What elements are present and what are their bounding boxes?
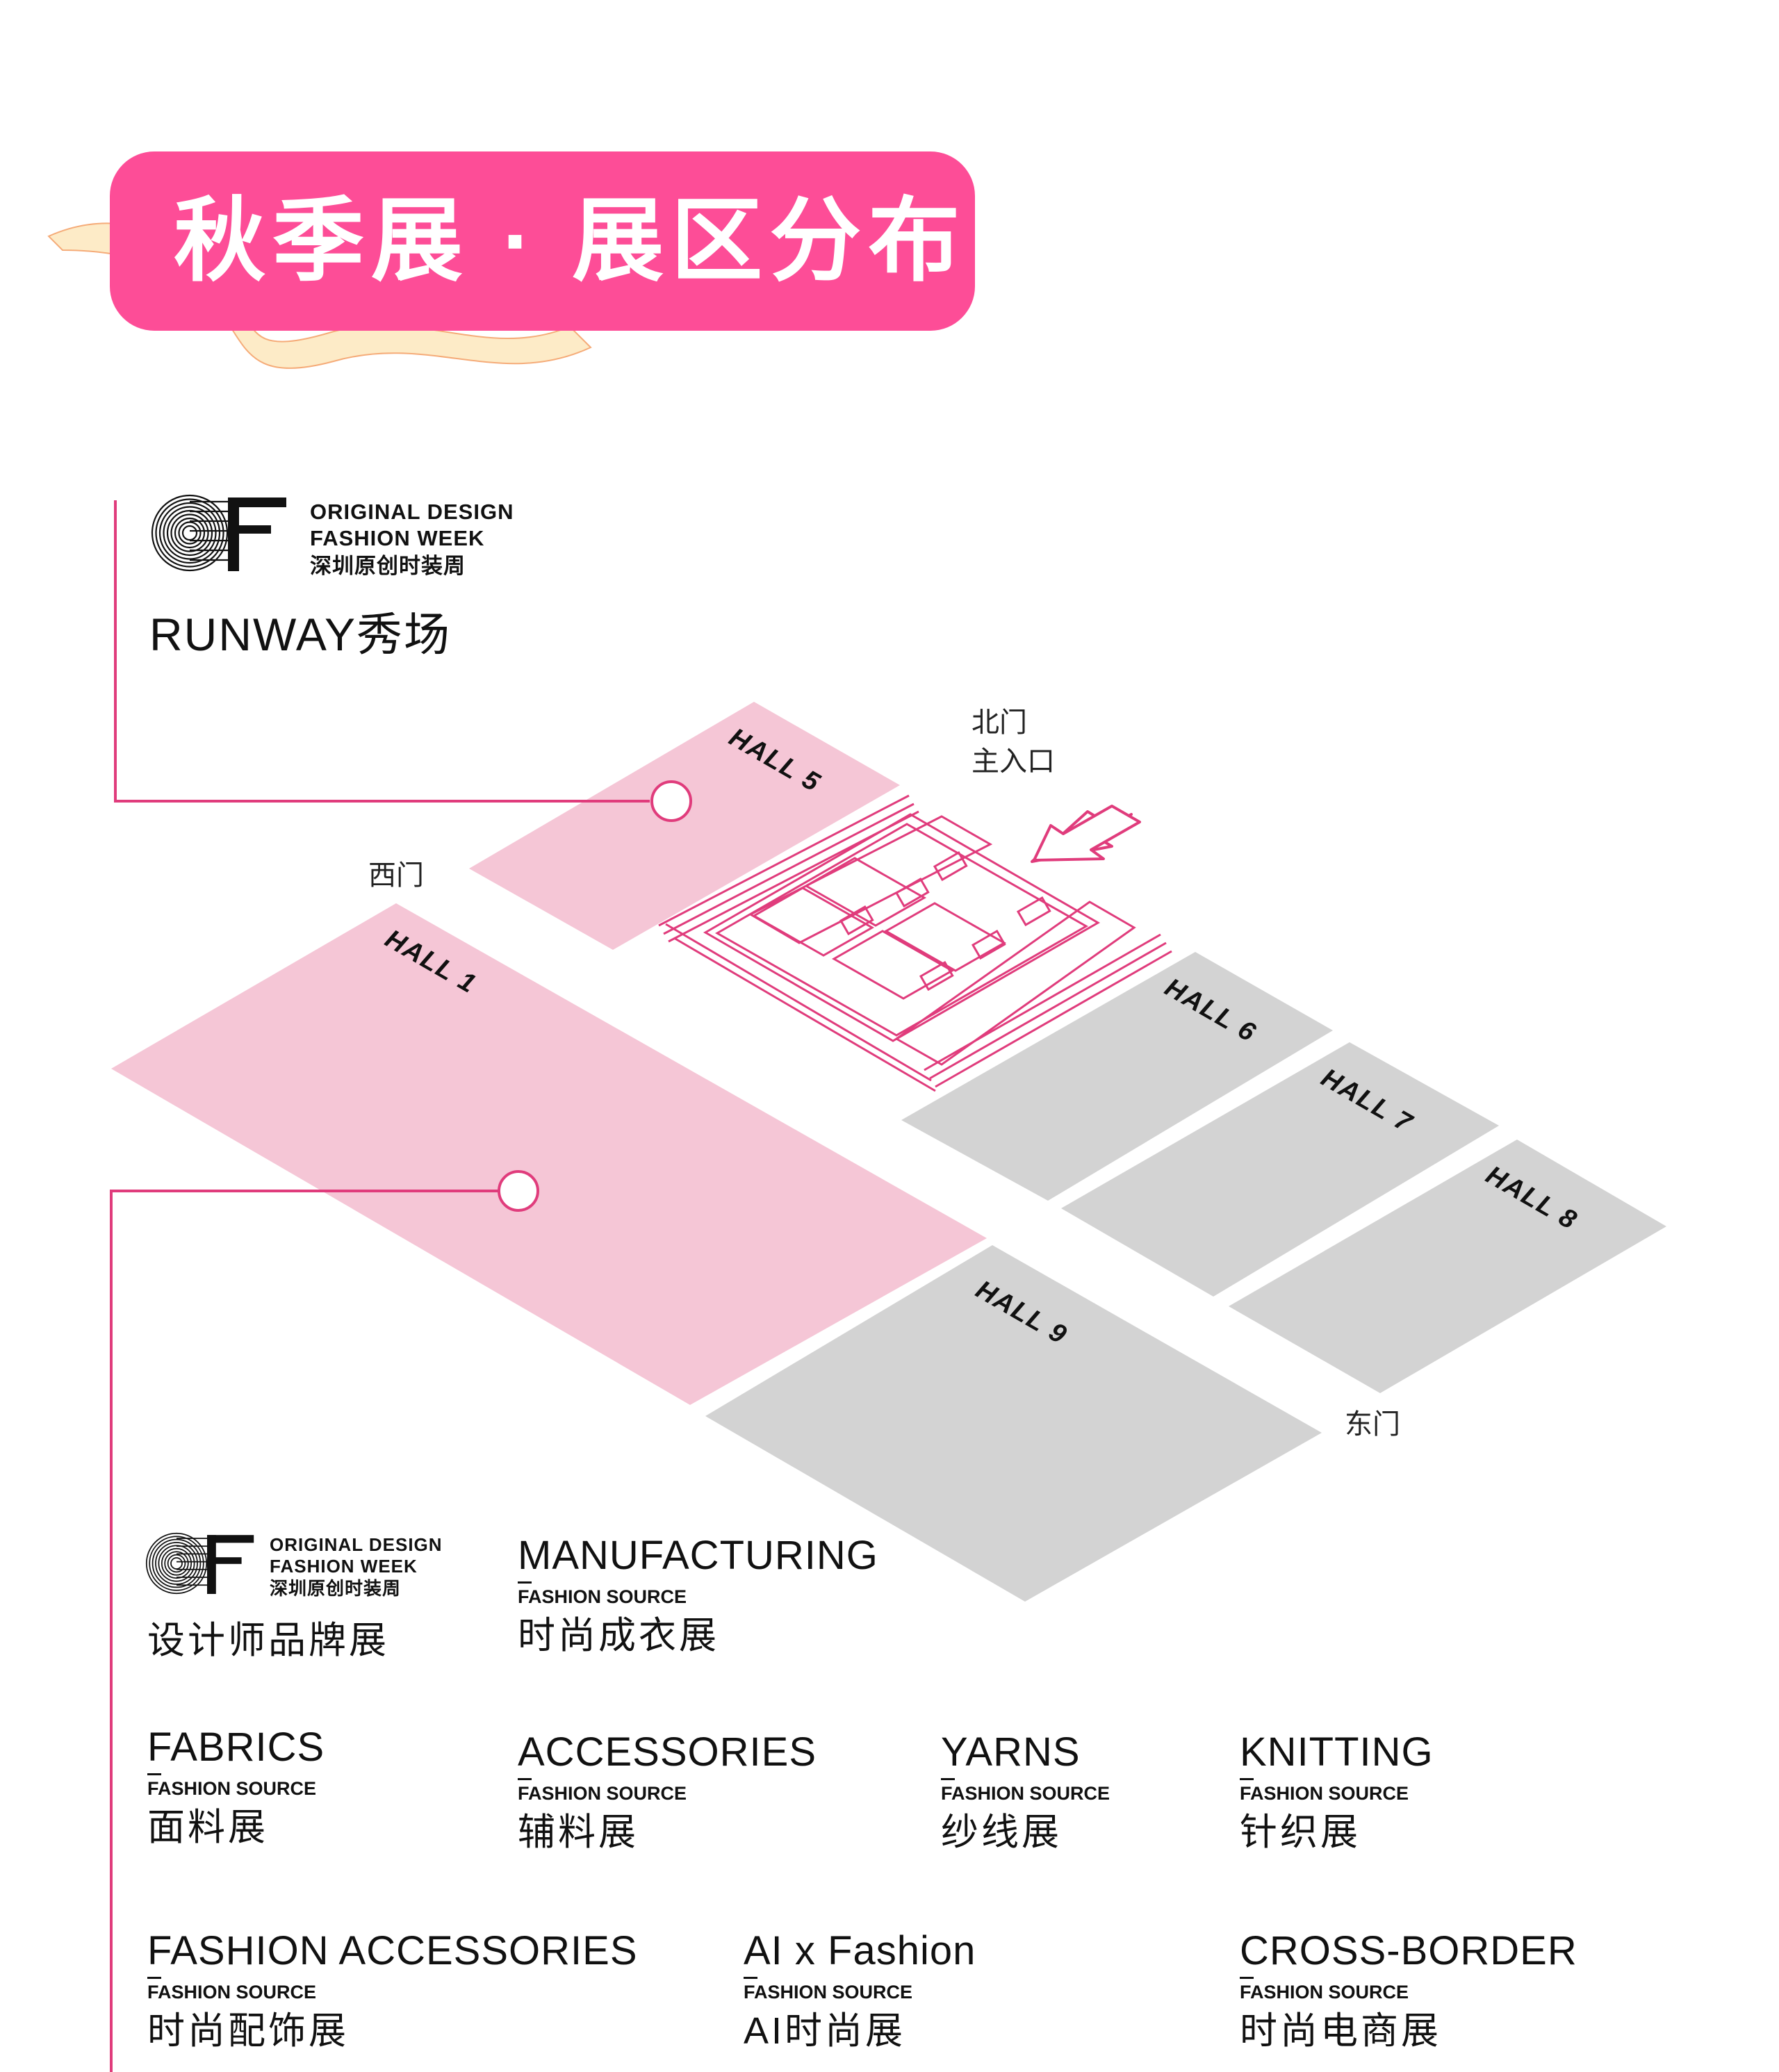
north-gate-label: 北门 [972, 707, 1027, 738]
knitting-en: KNITTING [1240, 1729, 1434, 1775]
odf-logo-icon-small [145, 1532, 254, 1595]
logo-stripe [155, 498, 224, 568]
central-building [658, 794, 1172, 1092]
divider [147, 1977, 161, 1979]
hall-8-area[interactable] [1229, 1140, 1666, 1393]
divider [518, 1778, 532, 1780]
logo-stripe [167, 1554, 186, 1573]
logo-f-bar [228, 498, 286, 507]
divider [147, 1773, 161, 1775]
logo-line-2: FASHION WEEK [310, 526, 485, 550]
logo-small-line-1: ORIGINAL DESIGN [270, 1534, 443, 1555]
west-gate-label: 西门 [368, 860, 424, 891]
title-pill [110, 151, 975, 331]
cross-border-en: CROSS-BORDER [1240, 1928, 1577, 1973]
logo-stripe [178, 521, 202, 545]
logo-stripe [158, 502, 221, 564]
knitting-cn: 针织展 [1240, 1811, 1361, 1853]
odf-logo-small: ORIGINAL DESIGN FASHION WEEK 深圳原创时装周 [147, 1534, 536, 1618]
logo-f-bar [207, 1557, 242, 1564]
designer-leader-line [110, 1170, 539, 2072]
category-designer: 设计师品牌展 [147, 1613, 389, 1665]
logo-stripe [163, 506, 217, 560]
category-fashion-accessories: FASHION ACCESSORIES FASHION SOURCE 时尚配饰展 [147, 1927, 638, 2055]
fabrics-source: FASHION SOURCE [147, 1778, 317, 1799]
logo-stripe [170, 513, 209, 552]
yarns-source: FASHION SOURCE [941, 1783, 1110, 1804]
logo-stripe [164, 1551, 189, 1576]
logo-stripe [145, 1532, 208, 1595]
manufacturing-en: MANUFACTURING [518, 1533, 878, 1578]
fashion-accessories-cn: 时尚配饰展 [147, 2010, 349, 2052]
category-accessories: ACCESSORIES FASHION SOURCE 辅料展 [518, 1728, 817, 1857]
ai-fashion-cn: AI时尚展 [744, 2010, 906, 2052]
runway-heading: RUNWAY秀场 [149, 609, 451, 660]
logo-f-bar [207, 1535, 216, 1594]
fashion-accessories-source: FASHION SOURCE [147, 1982, 317, 2003]
fabrics-en: FABRICS [147, 1725, 325, 1770]
hall-1-area[interactable] [111, 903, 987, 1405]
yarns-en: YARNS [941, 1729, 1081, 1775]
accessories-cn: 辅料展 [518, 1811, 639, 1853]
runway-leader-line [114, 500, 692, 822]
category-fabrics: FABRICS FASHION SOURCE 面料展 [147, 1723, 325, 1852]
main-entrance-label: 主入口 [972, 746, 1055, 777]
hall-7-area[interactable] [1061, 1042, 1499, 1297]
hall-5-area[interactable] [469, 702, 900, 950]
logo-f-bar [207, 1535, 254, 1543]
logo-stripe [149, 1536, 204, 1591]
accessories-en: ACCESSORIES [518, 1729, 817, 1775]
accessories-source: FASHION SOURCE [518, 1783, 687, 1804]
divider [1240, 1977, 1254, 1979]
logo-small-line-2: FASHION WEEK [270, 1556, 418, 1577]
odf-logo: ORIGINAL DESIGN FASHION WEEK 深圳原创时装周 [153, 499, 542, 582]
knitting-source: FASHION SOURCE [1240, 1783, 1409, 1804]
ai-fashion-en: AI x Fashion [744, 1928, 976, 1973]
east-gate-label: 东门 [1345, 1409, 1400, 1440]
divider [518, 1581, 532, 1584]
hall-6-area[interactable] [901, 952, 1333, 1201]
category-yarns: YARNS FASHION SOURCE 纱线展 [941, 1728, 1110, 1857]
logo-f-bar [228, 498, 239, 571]
category-knitting: KNITTING FASHION SOURCE 针织展 [1240, 1728, 1434, 1857]
manufacturing-cn: 时尚成衣展 [518, 1615, 719, 1656]
logo-stripe [151, 494, 229, 572]
category-ai-fashion: AI x Fashion FASHION SOURCE AI时尚展 [744, 1927, 976, 2055]
logo-stripe [155, 1542, 198, 1585]
page-title: 秋季展 · 展区分布 [174, 190, 967, 292]
fabrics-cn: 面料展 [147, 1807, 268, 1848]
hall-9-area[interactable] [705, 1245, 1322, 1602]
fashion-accessories-en: FASHION ACCESSORIES [147, 1928, 638, 1973]
cross-border-cn: 时尚电商展 [1240, 2010, 1441, 2052]
designer-cn: 设计师品牌展 [147, 1620, 389, 1661]
logo-stripe [151, 1538, 202, 1588]
category-manufacturing: MANUFACTURING FASHION SOURCE 时尚成衣展 [518, 1531, 878, 1660]
manufacturing-source: FASHION SOURCE [518, 1586, 687, 1607]
category-cross-border: CROSS-BORDER FASHION SOURCE 时尚电商展 [1240, 1927, 1577, 2055]
yarns-cn: 纱线展 [941, 1811, 1062, 1853]
divider [1240, 1778, 1254, 1780]
divider [941, 1778, 955, 1780]
ai-fashion-source: FASHION SOURCE [744, 1982, 913, 2003]
logo-stripe [161, 1547, 192, 1579]
divider [744, 1977, 757, 1979]
cross-border-source: FASHION SOURCE [1240, 1982, 1409, 2003]
logo-line-1: ORIGINAL DESIGN [310, 500, 514, 524]
logo-stripe [174, 517, 206, 549]
entrance-arrow-outline [1033, 805, 1141, 862]
logo-small-line-3: 深圳原创时装周 [270, 1578, 402, 1599]
logo-line-3: 深圳原创时装周 [310, 554, 466, 578]
odf-logo-icon [151, 494, 286, 572]
